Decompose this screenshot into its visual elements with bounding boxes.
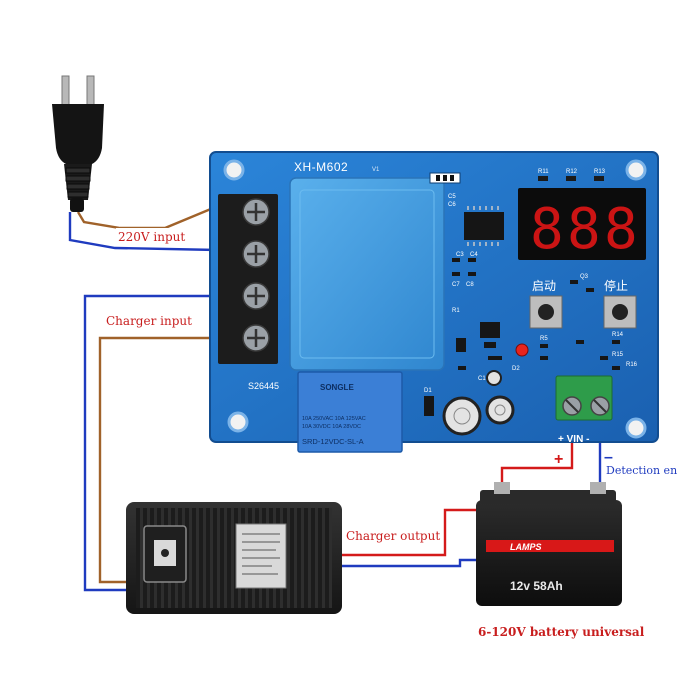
label-c6: C6 (448, 202, 456, 208)
wire-220v-blue (68, 212, 219, 252)
battery-terminal-positive (494, 482, 510, 494)
display-digit-2: 8 (567, 197, 601, 262)
plug-prong-left (61, 75, 70, 107)
label-c3: C3 (456, 252, 464, 258)
wire-charger-output-red (340, 508, 500, 557)
vin-label: + VIN - (558, 434, 589, 445)
label-c5: C5 (448, 194, 456, 200)
start-button (529, 295, 563, 329)
capacitor-large (442, 396, 482, 436)
label-220v-input: 220V input (118, 230, 185, 244)
ic-chip (464, 206, 504, 246)
capacitor-small (485, 395, 515, 425)
plug-body (52, 104, 104, 164)
display-digit-1: 8 (530, 197, 564, 262)
board-serial: S26445 (248, 381, 279, 391)
battery-spec: 12v 58Ah (510, 579, 563, 593)
label-r15: R15 (612, 352, 624, 358)
battery-terminal-negative (590, 482, 606, 494)
label-c8: C8 (466, 282, 474, 288)
relay-rating-1: 10A 250VAC 10A 125VAC (302, 416, 366, 422)
relay-brand: SONGLE (320, 383, 354, 392)
charger (126, 502, 342, 614)
charger-spec-label (235, 523, 287, 589)
label-c4: C4 (470, 252, 478, 258)
label-c1: C1 (478, 376, 486, 382)
label-charger-input: Charger input (106, 314, 192, 328)
power-plug (52, 75, 104, 212)
capacitor-tiny (486, 370, 502, 386)
start-label: 启动 (532, 279, 556, 293)
label-battery-universal: 6-120V battery universal (478, 625, 645, 639)
resistor-label-r13: R13 (594, 169, 606, 175)
label-minus: – (604, 449, 613, 466)
input-terminal-block (218, 194, 278, 364)
label-c7: C7 (452, 282, 460, 288)
board-version: V1 (372, 167, 380, 173)
wire-charger-input-brown (98, 336, 218, 584)
component-labels: C5 C6 C7 C8 C3 C4 Q3 R1 D1 D2 R5 R14 R15… (424, 194, 638, 394)
plug-prong-right (86, 75, 95, 107)
display-digit-3: 8 (604, 197, 638, 262)
wire-220v-brown (76, 204, 219, 230)
control-board: XH-M602 V1 8 8 8 R11 R12 R13 (209, 151, 659, 453)
label-charger-output: Charger output (346, 529, 440, 543)
resistor-label-r12: R12 (566, 169, 578, 175)
transformer (289, 177, 445, 371)
relay-model: SRD-12VDC-SL-A (302, 437, 364, 446)
vin-terminal-block (555, 375, 613, 421)
label-d1: D1 (424, 388, 432, 394)
board-model: XH-M602 (294, 160, 348, 174)
relay-rating-2: 10A 30VDC 10A 28VDC (302, 424, 361, 430)
stop-label: 停止 (604, 278, 628, 293)
plug-cable (70, 198, 84, 212)
label-r16: R16 (626, 362, 638, 368)
wire-charger-input-blue (83, 294, 218, 592)
annotations: 220V input Charger input Charger output … (104, 228, 677, 639)
battery: LAMPS 12v 58Ah (476, 482, 622, 606)
seven-segment-display: 8 8 8 (518, 188, 646, 262)
label-r5: R5 (540, 336, 548, 342)
label-d2: D2 (512, 366, 520, 372)
stop-button (603, 295, 637, 329)
battery-brand: LAMPS (510, 542, 542, 552)
status-led (515, 343, 529, 357)
label-r14: R14 (612, 332, 624, 338)
label-q3: Q3 (580, 274, 589, 280)
relay: SONGLE 10A 250VAC 10A 125VAC 10A 30VDC 1… (297, 371, 403, 453)
mounting-holes (223, 159, 647, 439)
label-r1: R1 (452, 308, 460, 314)
label-detection: Detection en (606, 464, 677, 477)
resistor-label-r11: R11 (538, 169, 549, 175)
label-plus: + (554, 451, 563, 468)
smd-components (424, 258, 620, 416)
